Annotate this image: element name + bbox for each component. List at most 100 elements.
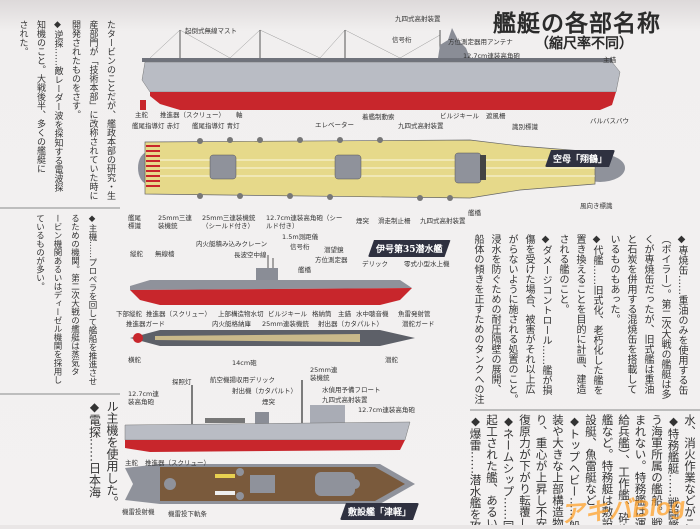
text-column: 艦など。特務艇は敷設艇 bbox=[600, 414, 615, 525]
submarine-name-badge: 伊号第35潜水艦 bbox=[368, 240, 451, 257]
part-label: 12.7cm連装高角砲（シールド付き） bbox=[266, 214, 343, 230]
part-label: 無線檣 bbox=[155, 250, 175, 258]
part-label: 煙突 bbox=[262, 398, 275, 406]
part-label: 12.7cm連装高角砲 bbox=[128, 390, 159, 406]
text-column: 装や大きな上部構造物 bbox=[551, 414, 565, 525]
part-label: 艦尾指導灯 青灯 bbox=[192, 122, 240, 130]
page-title: 艦艇の各部名称 bbox=[493, 11, 661, 37]
part-label: 九四式高射装置 bbox=[398, 122, 444, 130]
minelayer-top-view bbox=[125, 464, 415, 504]
part-label: 水偵用予備フロート bbox=[322, 386, 381, 394]
part-label: ビルジキール bbox=[440, 112, 479, 120]
carrier-top-view bbox=[138, 137, 625, 201]
text-column: るための機関。第二次大戦の艦艇は蒸気タ bbox=[69, 214, 80, 376]
part-label: 魚雷発射管 bbox=[398, 310, 431, 318]
text-column: ◆爆雷……潜水艦を攻 bbox=[468, 414, 483, 525]
part-label: 主錨 bbox=[338, 310, 351, 318]
part-label: 内火艇格納庫 bbox=[212, 320, 251, 328]
part-label: 主舵 bbox=[125, 459, 138, 467]
part-label: 九四式高射装置 bbox=[322, 396, 368, 404]
text-column: 知機のこと。大戦後半、多くの艦艇に bbox=[35, 20, 45, 173]
right-text-block-2: 水、消火作業などがこれに ◆特務艦艇……戦闘艦以 う海軍所属の艦船。戦闘 まれな… bbox=[467, 414, 698, 525]
part-label: 内火艇積み込みクレーン bbox=[196, 240, 268, 248]
text-column: ◆特務艦艇……戦闘艦以 bbox=[666, 414, 681, 525]
text-column: ービン機関あるいはディーゼル機関を採用し bbox=[52, 214, 62, 384]
right-text-block-1: ◆専焼缶……重油のみを使用する缶 （ボイラー）。第二次大戦の艦艇は多 くが専焼缶… bbox=[469, 234, 690, 406]
text-column: たタービンのことだが、艦政本部の研究・生 bbox=[105, 20, 115, 200]
part-label: 推進器（スクリュー） bbox=[160, 111, 225, 119]
text-column: 水、消火作業などがこれに bbox=[683, 414, 697, 525]
part-label: 1.5m測距儀 bbox=[282, 233, 319, 241]
part-label: 縦舵 bbox=[130, 250, 143, 258]
text-column: がらないように施される処置のこと。 bbox=[506, 234, 517, 404]
text-column: ◆逆探……敵レーダー波を探知する電波探 bbox=[52, 20, 63, 192]
part-label: バルバスバウ bbox=[590, 117, 629, 125]
part-label: デリック bbox=[362, 260, 388, 268]
part-label: 水中聴音機 bbox=[356, 310, 389, 318]
text-column: 起工された艦、あるいは bbox=[485, 414, 499, 525]
text-column: 産部門が「技術本部」に改称されていた時に bbox=[87, 20, 98, 200]
part-label: 煙突 bbox=[356, 217, 369, 225]
part-label: 12.7cm連装高角砲 bbox=[358, 406, 415, 414]
part-label: ビルジキール bbox=[268, 310, 307, 318]
part-label: 方位測定器 bbox=[315, 256, 348, 264]
text-column: 設艇、魚雷艇など bbox=[584, 414, 598, 506]
part-label: 零式小型水上機 bbox=[404, 260, 450, 268]
text-column: 開発されたものをさす。 bbox=[70, 20, 80, 119]
part-label: 12.7cm連装高角砲 bbox=[463, 52, 520, 60]
text-column: ◆ダメージコントロール……艦が損 bbox=[540, 234, 551, 395]
text-column: 船体の傾きを正すためのタンクへの注 bbox=[472, 234, 483, 404]
text-column: ◆ネームシップ……同型 bbox=[501, 414, 516, 525]
submarine-top-view bbox=[130, 330, 415, 346]
divider bbox=[470, 409, 700, 411]
part-label: 潜舵 bbox=[385, 356, 398, 364]
part-label: 推進器（スクリュー） bbox=[145, 459, 210, 467]
text-column: された。 bbox=[17, 20, 28, 56]
part-label: 艦橋 bbox=[468, 209, 481, 217]
part-label: 九四式高射装置 bbox=[395, 15, 441, 23]
left-text-block-2: ◆主機……プロペラを回して艦船を推進させ るための機関。第二次大戦の艦艇は蒸気タ… bbox=[30, 214, 100, 389]
part-label: 25mm連装機銃 bbox=[262, 320, 309, 328]
left-text-block-3: ル主機を使用した。 ◆電探……日本海 bbox=[85, 400, 120, 525]
text-column: 復原力が下がり転覆しや bbox=[518, 414, 532, 525]
part-label: 下部縦舵 bbox=[116, 310, 142, 318]
text-column: ◆主機……プロペラを回して艦船を推進させ bbox=[87, 214, 97, 386]
part-label: 信号桁 bbox=[290, 243, 310, 251]
part-label: 起倒式無線マスト bbox=[185, 27, 237, 35]
text-column: ル主機を使用した。 bbox=[105, 400, 119, 508]
text-column: 傷を受けた場合、被害がそれ以上広 bbox=[523, 234, 534, 394]
text-column: くが専焼缶だったが、旧式艦は重油 bbox=[642, 234, 653, 394]
text-column: ◆代艦……旧式化、老朽化した艦を bbox=[591, 234, 602, 395]
text-column: ているものが多い。 bbox=[34, 214, 45, 291]
part-label: 25mm三連装機銃 bbox=[158, 214, 192, 230]
part-label: 主錨 bbox=[603, 56, 616, 64]
part-label: 方位測定器用アンテナ bbox=[448, 38, 513, 46]
part-label: 機雷投下軌条 bbox=[168, 510, 207, 518]
text-column: ◆専焼缶……重油のみを使用する缶 bbox=[676, 234, 687, 395]
part-label: 射出器（カタパルト） bbox=[318, 320, 383, 328]
carrier-name-badge: 空母「翔鶴」 bbox=[545, 150, 615, 167]
text-column: う海軍所属の艦船。戦闘 bbox=[650, 414, 664, 525]
text-column: いるものもあった。 bbox=[608, 234, 619, 324]
part-label: 潜舵ガード bbox=[402, 320, 435, 328]
part-label: 推進器ガード bbox=[126, 320, 165, 328]
minelayer-name-badge: 敷設艦「津軽」 bbox=[340, 503, 419, 520]
part-label: 推進器（スクリュー） bbox=[146, 310, 211, 318]
part-label: 射出機（カタパルト） bbox=[232, 387, 297, 395]
part-label: 長波空中線 bbox=[234, 251, 267, 259]
part-label: 探照灯 bbox=[172, 378, 192, 386]
submarine-side-view bbox=[130, 255, 412, 305]
divider bbox=[0, 207, 120, 209]
text-column: り、重心が上昇し不安定 bbox=[534, 414, 549, 525]
part-label: 25mm三連装機銃（シールド付き） bbox=[202, 214, 256, 230]
part-label: 信号桁 bbox=[392, 36, 412, 44]
divider bbox=[0, 393, 120, 395]
text-column: される艦のこと。 bbox=[557, 234, 568, 314]
part-label: 機雷投射機 bbox=[122, 508, 155, 516]
minelayer-side-view bbox=[124, 380, 411, 452]
part-label: 格納筒 bbox=[312, 310, 332, 318]
part-label: 滑走制止柵 bbox=[378, 217, 411, 225]
part-label: 潜望鏡 bbox=[324, 246, 344, 254]
part-label: 艦尾標識 bbox=[128, 214, 141, 230]
